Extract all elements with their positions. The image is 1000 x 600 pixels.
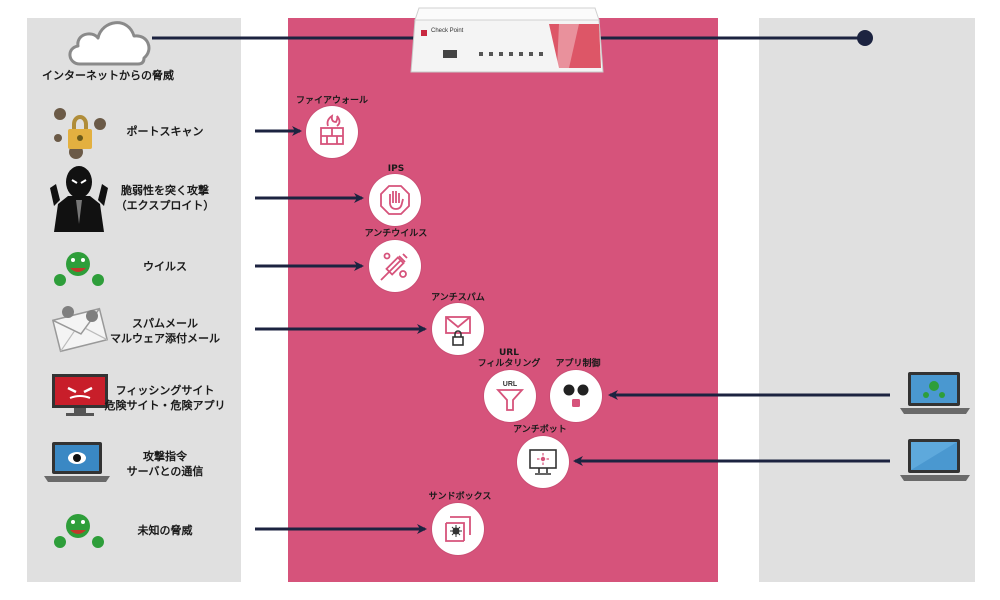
- infected-laptop-icon: [900, 372, 970, 414]
- internal-laptop-icon: [900, 439, 970, 481]
- lan-endpoint-dot: [857, 30, 873, 46]
- antispam-feature: [432, 303, 484, 355]
- feature-label-firewall: ファイアウォール: [295, 96, 368, 106]
- svg-text:URL: URL: [503, 381, 518, 388]
- sandbox-box-icon: [445, 516, 471, 542]
- phishing-monitor-icon: [52, 374, 108, 416]
- threat-label-unknown: 未知の脅威: [137, 524, 193, 537]
- feature-label-antibot: アンチボット: [513, 425, 567, 435]
- social-apps-icon: [563, 384, 589, 407]
- firewall-appliance-icon: Check Point: [409, 6, 605, 76]
- threat-label-spam: スパムメール マルウェア添付メール: [110, 317, 220, 345]
- syringe-icon: [380, 252, 408, 281]
- port-scan-lock-icon: [54, 108, 106, 159]
- virus-icon: [54, 252, 104, 286]
- threat-label-cnc: 攻撃指令 サーバとの通信: [126, 450, 204, 478]
- hacker-icon: [50, 166, 108, 232]
- threat-label-port-scan: ポートスキャン: [126, 125, 204, 138]
- stop-hand-icon: [380, 185, 410, 215]
- feature-label-sandbox: サンドボックス: [428, 492, 492, 502]
- sandbox-feature: [432, 503, 484, 555]
- antibot-feature: [517, 436, 569, 488]
- monitor-bot-icon: [529, 449, 557, 475]
- ips-feature: [369, 174, 421, 226]
- unknown-virus-icon: [54, 514, 104, 548]
- app-control-feature: [550, 370, 602, 422]
- internal-network-panel: [759, 18, 975, 582]
- feature-label-ips: IPS: [387, 164, 405, 174]
- internet-threat-label: インターネットからの脅威: [42, 69, 174, 82]
- bot-laptop-icon: [44, 442, 110, 482]
- firewall-feature: [306, 106, 358, 158]
- cloud-icon: [68, 21, 151, 66]
- threat-label-phishing: フィッシングサイト 危険サイト・危険アプリ: [104, 384, 226, 412]
- threat-label-exploit: 脆弱性を突く攻撃 （エクスプロイト）: [115, 184, 215, 212]
- spam-mail-icon: [51, 306, 109, 353]
- locked-mail-icon: [445, 316, 471, 346]
- threat-label-virus: ウイルス: [143, 260, 187, 273]
- antivirus-feature: [369, 240, 421, 292]
- feature-label-antivirus: アンチウイルス: [364, 229, 428, 239]
- url-funnel-icon: URL: [495, 381, 525, 411]
- brick-wall-icon: [320, 114, 344, 145]
- brand-label: Check Point: [431, 28, 464, 34]
- feature-label-url-filtering: URL フィルタリング: [477, 348, 541, 369]
- url-filtering-feature: URL: [484, 370, 536, 422]
- feature-label-antispam: アンチスパム: [431, 293, 485, 303]
- security-gateway-panel: [288, 18, 718, 582]
- feature-label-app-control: アプリ制御: [555, 359, 601, 369]
